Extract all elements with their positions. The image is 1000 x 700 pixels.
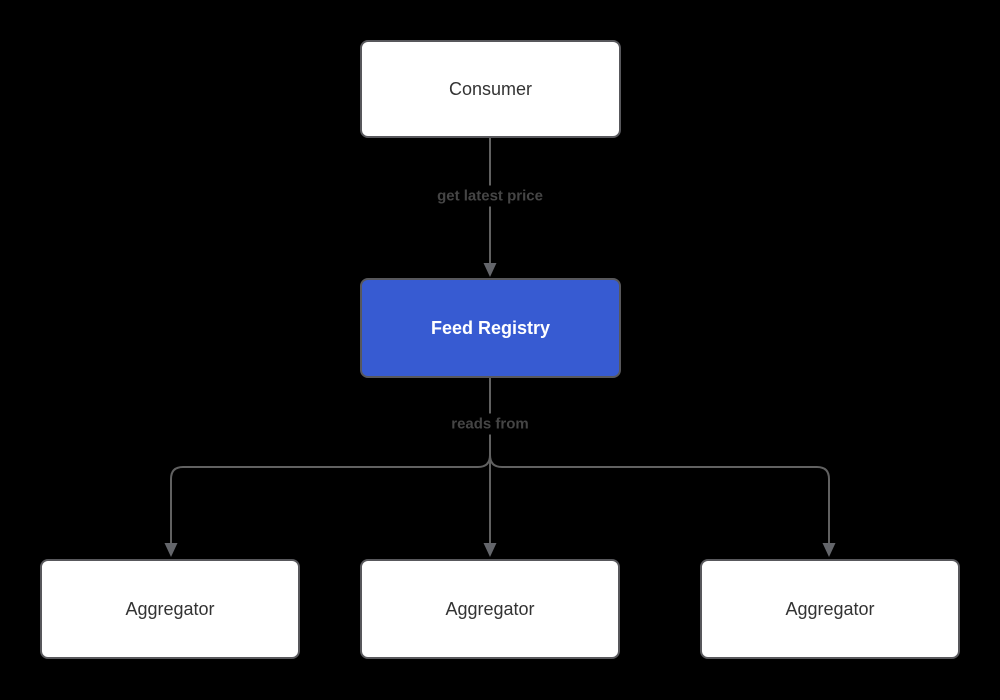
aggregator-node-2-label: Aggregator <box>445 598 535 619</box>
arrowhead-down-icon <box>483 543 497 557</box>
edge-registry-to-agg-3 <box>489 378 830 544</box>
arrowhead-down-icon <box>483 263 497 277</box>
edge-registry-to-agg-1 <box>170 378 491 544</box>
consumer-node: Consumer <box>360 40 621 138</box>
aggregator-node-1: Aggregator <box>40 559 300 659</box>
edge-label-reads-from: reads from <box>445 413 535 435</box>
consumer-node-label: Consumer <box>448 78 533 99</box>
aggregator-node-1-label: Aggregator <box>125 598 215 619</box>
feed-registry-node: Feed Registry <box>360 278 621 378</box>
aggregator-node-3: Aggregator <box>700 559 960 659</box>
feed-registry-node-label: Feed Registry <box>430 317 551 338</box>
aggregator-node-3-label: Aggregator <box>785 598 875 619</box>
aggregator-node-2: Aggregator <box>360 559 620 659</box>
edge-label-get-latest-price: get latest price <box>431 185 549 207</box>
arrowhead-down-icon <box>164 543 178 557</box>
arrowhead-down-icon <box>822 543 836 557</box>
